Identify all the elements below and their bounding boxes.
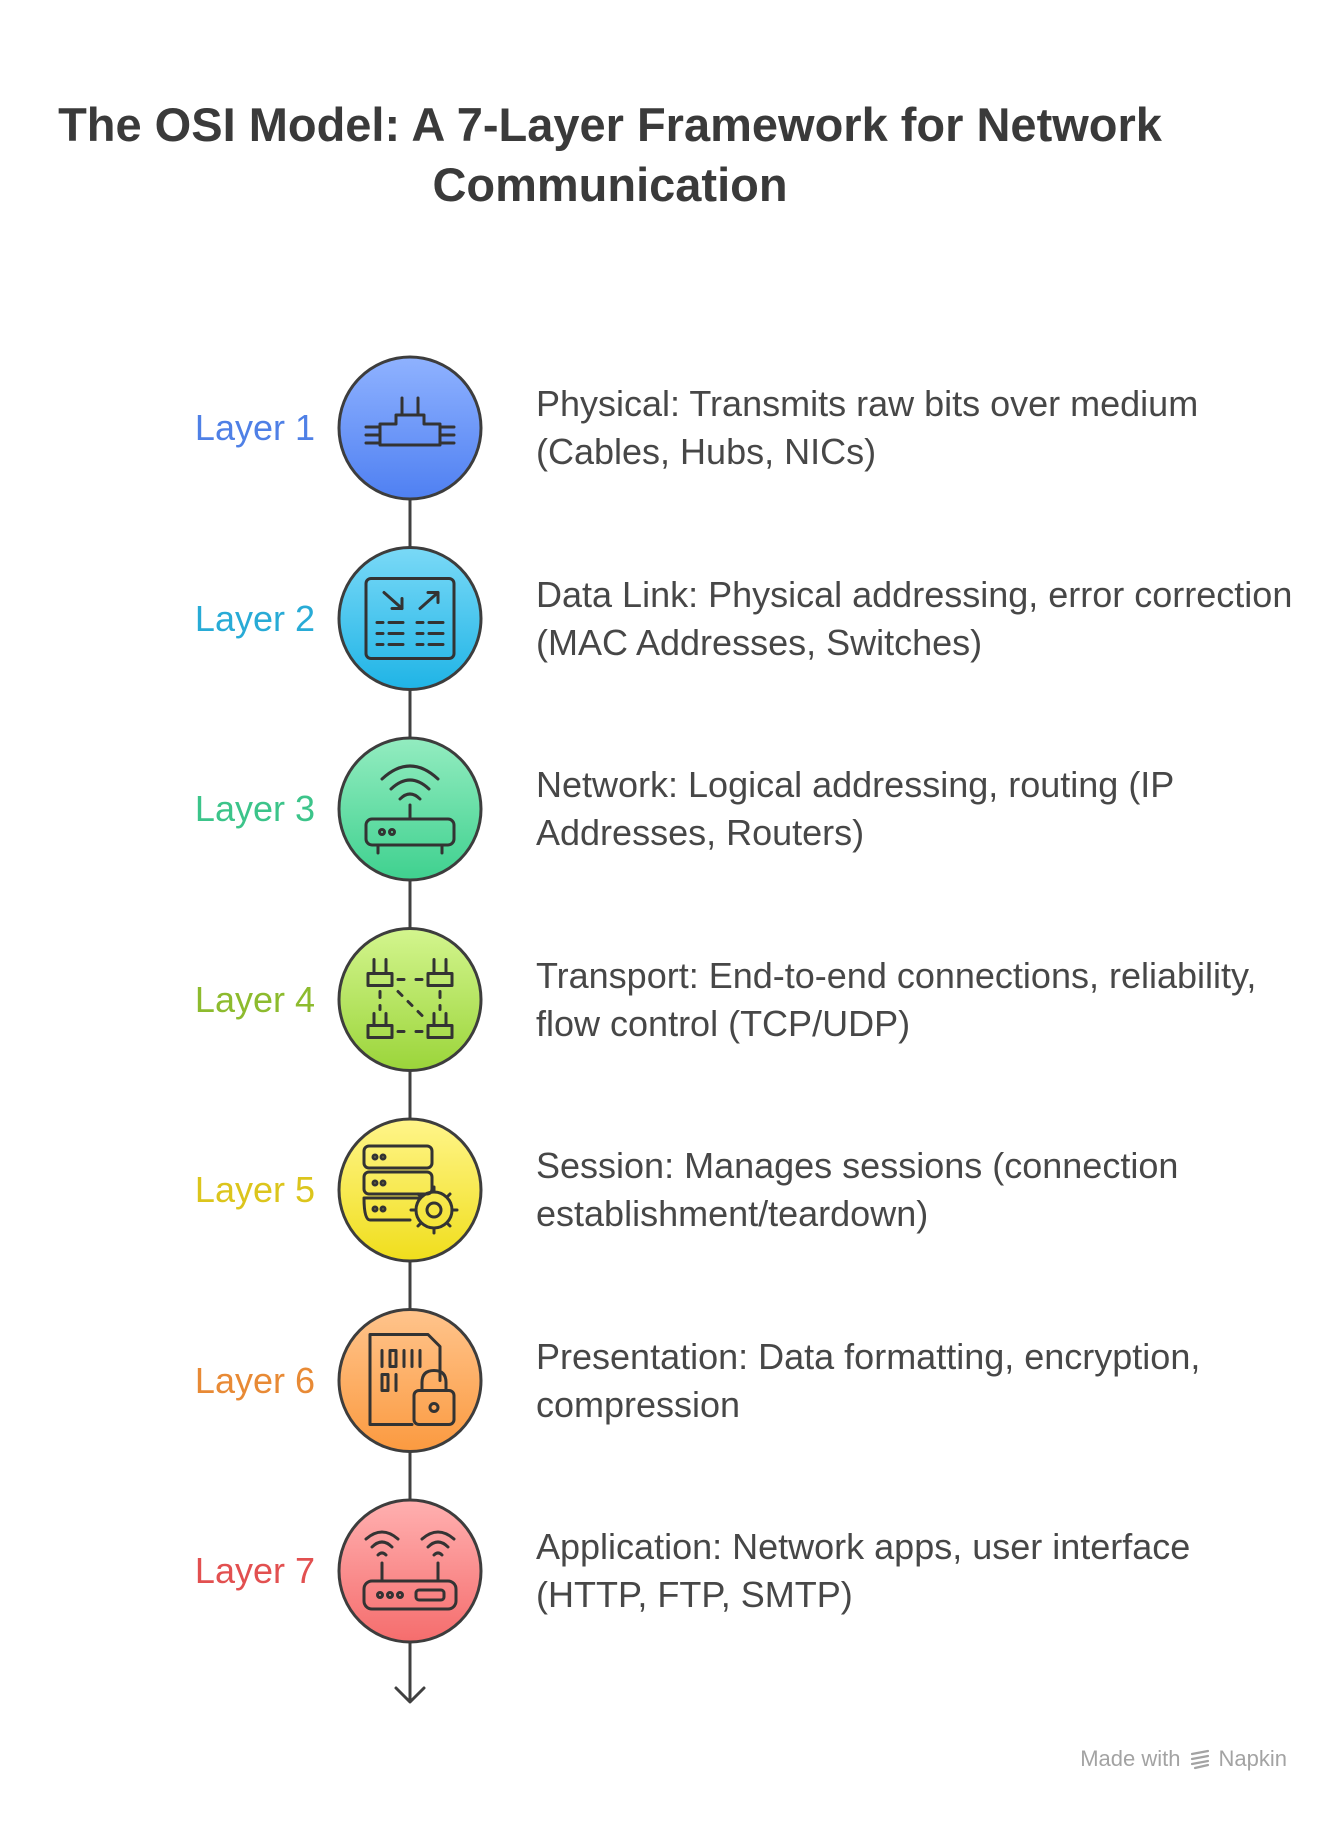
layer-circle-2: [337, 546, 483, 691]
ethernet-connector-icon: [364, 396, 456, 447]
made-with-text: Made with: [1080, 1746, 1181, 1771]
page-title: The OSI Model: A 7-Layer Framework for N…: [58, 98, 1162, 211]
napkin-brand: Napkin: [1218, 1746, 1287, 1771]
network-nodes-icon: [366, 958, 454, 1039]
network-switch-icon: [364, 577, 456, 660]
layer-node-5: [337, 1117, 483, 1263]
layer-description-7: Application: Network apps, user interfac…: [536, 1526, 1191, 1615]
server-gear-icon: [362, 1144, 459, 1235]
layer-node-7: [337, 1498, 483, 1644]
layer-description-3: Network: Logical addressing, routing (IP…: [536, 764, 1174, 853]
layer-label-6: Layer 6: [194, 1359, 315, 1401]
layer-description-1: Physical: Transmits raw bits over medium…: [536, 383, 1199, 472]
napkin-logo-icon: [1190, 1749, 1209, 1770]
layer-description-5: Session: Manages sessions (connection es…: [536, 1145, 1179, 1234]
layer-circle-4: [337, 927, 483, 1072]
layer-node-3: [337, 736, 483, 882]
layer-circle-5: [337, 1117, 483, 1263]
layer-node-6: [337, 1308, 483, 1453]
layer-description-4: Transport: End-to-end connections, relia…: [536, 954, 1257, 1044]
footer: Made with Napkin: [1080, 1746, 1287, 1772]
layer-node-2: [337, 546, 483, 691]
layer-node-1: [337, 355, 483, 501]
layer-circle-1: [337, 355, 483, 501]
layer-label-2: Layer 2: [194, 597, 315, 639]
dual-wifi-router-icon: [362, 1530, 458, 1611]
layer-description-6: Presentation: Data formatting, encryptio…: [536, 1335, 1201, 1425]
layer-circle-6: [337, 1308, 483, 1453]
wifi-router-icon: [364, 764, 456, 855]
layer-label-1: Layer 1: [194, 407, 315, 448]
layer-label-7: Layer 7: [194, 1550, 315, 1591]
layer-circle-7: [337, 1498, 483, 1644]
layer-description-2: Data Link: Physical addressing, error co…: [536, 573, 1293, 663]
layer-label-5: Layer 5: [194, 1169, 315, 1210]
layer-label-3: Layer 3: [194, 788, 315, 829]
arrow-down-icon: [394, 1686, 426, 1704]
layer-node-4: [337, 927, 483, 1072]
encrypted-file-icon: [368, 1333, 456, 1426]
layer-label-4: Layer 4: [194, 978, 315, 1020]
